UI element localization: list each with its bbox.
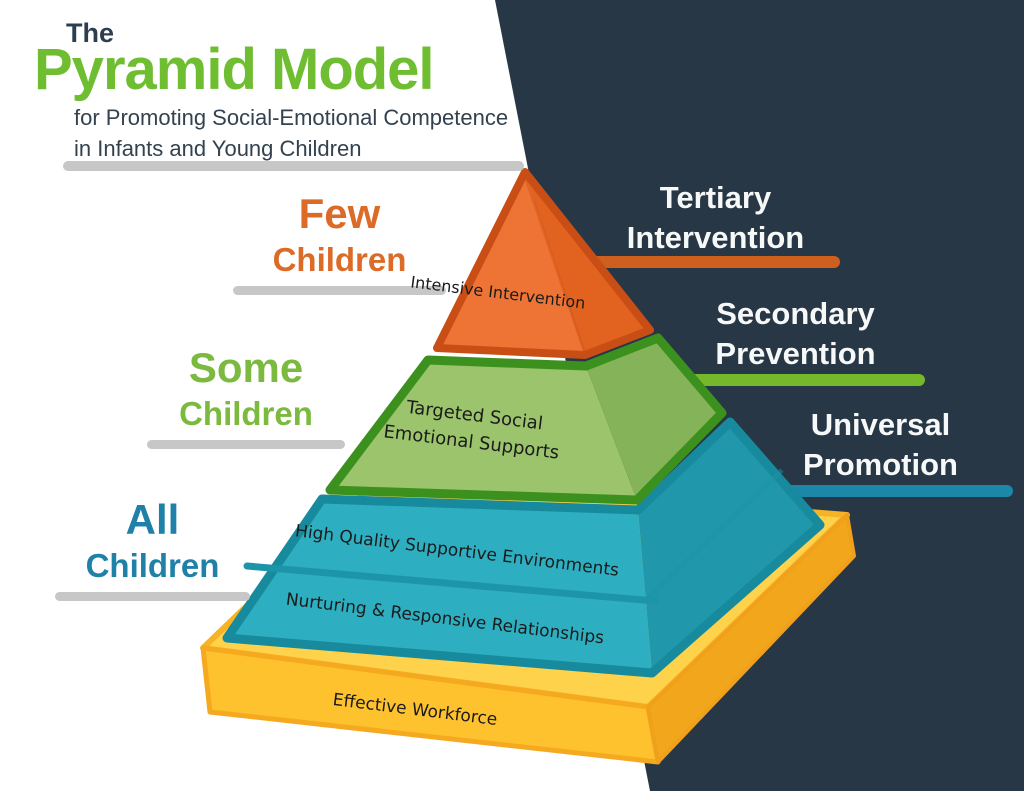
all-underline-bar — [55, 592, 250, 601]
secondary-label-line1: Secondary — [716, 296, 875, 331]
green-tier-outline — [325, 333, 727, 505]
base-slab-right — [646, 513, 856, 764]
page-subtitle: for Promoting Social-Emotional Competenc… — [74, 102, 508, 164]
orange-ridge-line — [523, 175, 587, 354]
label-group-some-children: Some Children — [147, 344, 345, 449]
teal-tier-right — [638, 422, 820, 673]
label-group-secondary-prevention: Secondary Prevention — [668, 294, 923, 374]
some-children-label: Children — [179, 395, 313, 432]
some-underline-bar — [147, 440, 345, 449]
teal-band-divider-side — [644, 468, 784, 602]
title-underline-bar — [63, 161, 524, 171]
label-group-all-children: All Children — [55, 496, 250, 601]
universal-label-line2: Promotion — [803, 447, 958, 482]
label-group-universal-promotion: Universal Promotion — [753, 405, 1008, 485]
all-children-label: Children — [85, 547, 220, 584]
universal-underline-bar — [745, 485, 1013, 497]
secondary-underline-bar — [635, 374, 925, 386]
subtitle-line-1: for Promoting Social-Emotional Competenc… — [74, 105, 509, 130]
teal-band-divider — [243, 562, 659, 605]
few-children-label: Children — [272, 241, 407, 278]
label-group-tertiary-intervention: Tertiary Intervention — [588, 178, 843, 258]
tertiary-label-line2: Intervention — [626, 220, 805, 255]
teal-tier-outline — [222, 417, 825, 678]
secondary-label-line2: Prevention — [715, 336, 876, 371]
all-label: All — [125, 496, 180, 543]
some-label: Some — [188, 344, 304, 391]
tertiary-label-line1: Tertiary — [659, 180, 772, 215]
few-underline-bar — [233, 286, 446, 295]
universal-label-line1: Universal — [810, 407, 951, 442]
page-title: Pyramid Model — [34, 37, 435, 102]
orange-tier-outline — [433, 168, 654, 359]
header-pre-title: The — [66, 18, 115, 48]
orange-tier-front — [437, 172, 585, 355]
subtitle-line-2: in Infants and Young Children — [74, 136, 362, 161]
few-label: Few — [298, 190, 381, 237]
label-group-few-children: Few Children — [233, 190, 446, 295]
